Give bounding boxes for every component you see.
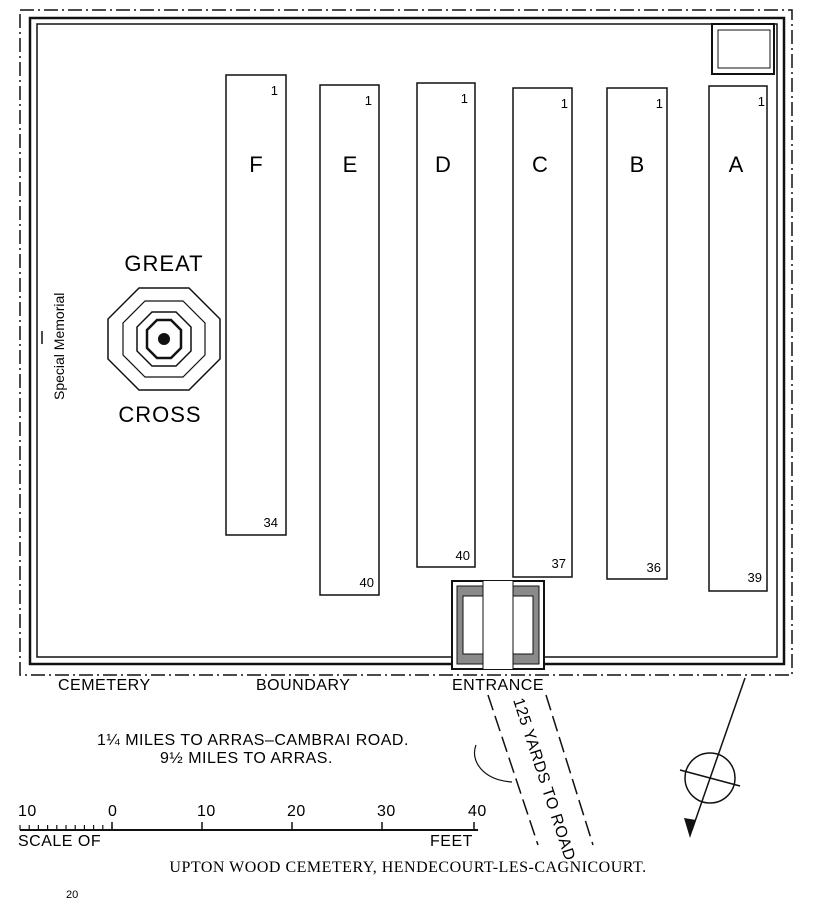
scale-tick-20: 20 xyxy=(287,803,306,820)
plot-last-b: 36 xyxy=(647,560,661,575)
plot-first-d: 1 xyxy=(461,91,468,106)
north-arrow-icon xyxy=(679,677,746,838)
plot-first-a: 1 xyxy=(758,94,765,109)
plot-c: C 1 37 xyxy=(512,87,573,578)
cross-label-top: GREAT xyxy=(124,251,203,276)
great-cross: GREAT CROSS xyxy=(107,251,221,427)
scale-tick-10-left: 10 xyxy=(18,803,37,820)
plot-letter-a: A xyxy=(729,152,744,177)
plot-first-c: 1 xyxy=(561,96,568,111)
scale-label-left: SCALE OF xyxy=(18,833,101,850)
plot-b: B 1 36 xyxy=(606,87,668,580)
plot-last-e: 40 xyxy=(360,575,374,590)
plot-letter-d: D xyxy=(435,152,451,177)
plot-first-b: 1 xyxy=(656,96,663,111)
plot-f: F 1 34 xyxy=(225,74,287,536)
plot-letter-e: E xyxy=(343,152,358,177)
scale-tick-30: 30 xyxy=(377,803,396,820)
boundary-label-cemetery: CEMETERY xyxy=(58,677,151,694)
plot-last-f: 34 xyxy=(264,515,278,530)
cemetery-wall-inner xyxy=(36,23,778,658)
scale-tick-0: 0 xyxy=(108,803,117,820)
directions-line-1: 1¼ MILES TO ARRAS–CAMBRAI ROAD. xyxy=(97,732,409,749)
scale-label-right: FEET xyxy=(430,833,473,850)
plot-d: D 1 40 xyxy=(416,82,476,568)
road-distance-label: 125 YARDS TO ROAD xyxy=(509,696,578,863)
cross-center-icon xyxy=(158,333,170,345)
plot-last-d: 40 xyxy=(456,548,470,563)
plot-letter-c: C xyxy=(532,152,548,177)
special-memorial-label: Special Memorial xyxy=(51,293,67,400)
plot-a: A 1 39 xyxy=(708,85,768,592)
access-road xyxy=(487,694,594,846)
plot-first-e: 1 xyxy=(365,93,372,108)
plot-last-a: 39 xyxy=(748,570,762,585)
plot-letter-f: F xyxy=(249,152,262,177)
entrance-gate xyxy=(451,580,545,670)
outer-boundary-dashed xyxy=(19,9,793,676)
plot-letter-b: B xyxy=(630,152,645,177)
scale-tick-40: 40 xyxy=(468,803,487,820)
scale-bar: 10 0 10 20 30 40 SCALE OF FEET xyxy=(18,803,487,850)
directions-leader-line xyxy=(474,744,513,783)
plot-last-c: 37 xyxy=(552,556,566,571)
directions-line-2: 9½ MILES TO ARRAS. xyxy=(160,750,333,767)
corner-shelter xyxy=(711,23,775,75)
entrance-label: ENTRANCE xyxy=(452,677,544,694)
page-number: 20 xyxy=(66,889,78,901)
plot-e: E 1 40 xyxy=(319,84,380,596)
scale-tick-10: 10 xyxy=(197,803,216,820)
cemetery-title: UPTON WOOD CEMETERY, HENDECOURT-LES-CAGN… xyxy=(169,859,646,876)
cemetery-wall-outer xyxy=(28,16,786,666)
plot-first-f: 1 xyxy=(271,83,278,98)
boundary-label-boundary: BOUNDARY xyxy=(256,677,350,694)
cross-label-bottom: CROSS xyxy=(118,402,201,427)
